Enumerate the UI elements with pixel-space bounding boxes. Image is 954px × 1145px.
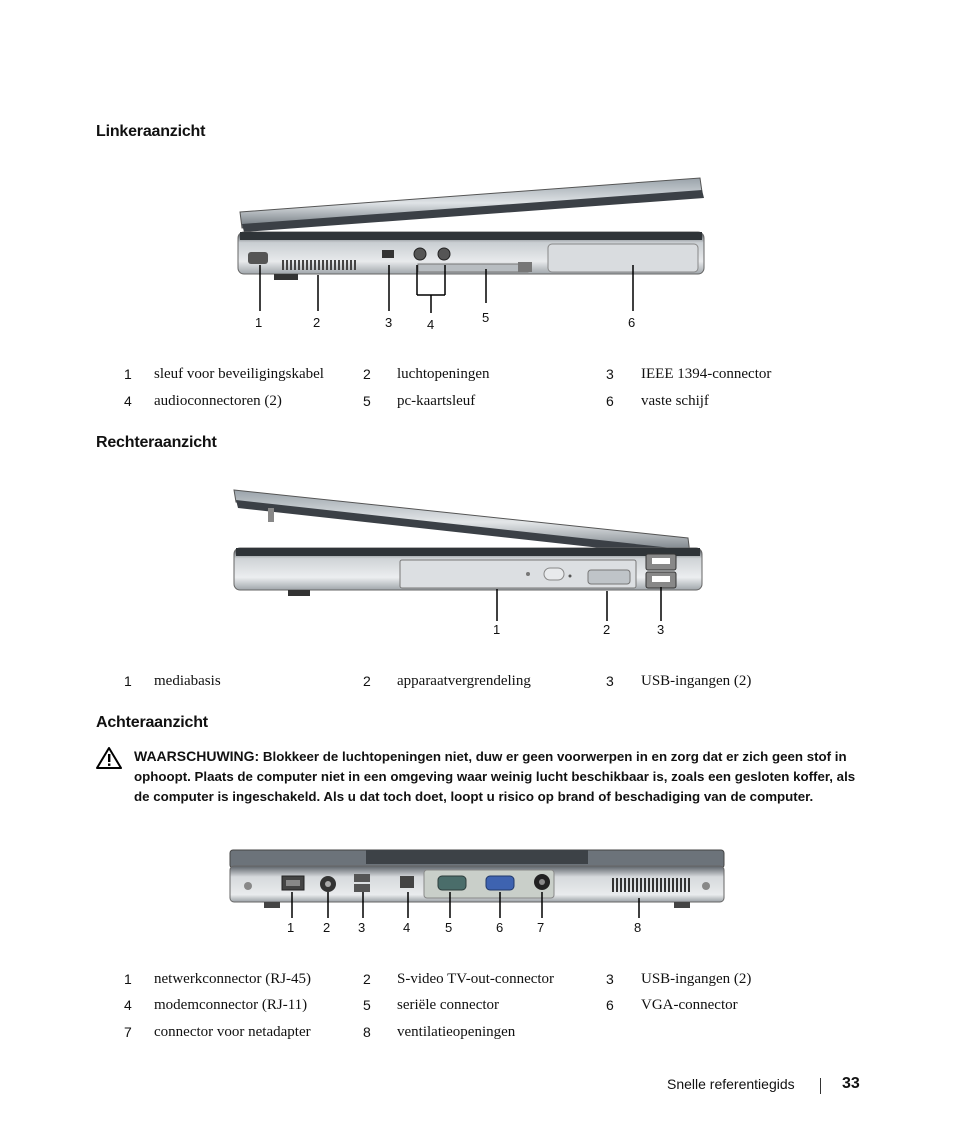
- back-callout-1: 1: [287, 920, 295, 935]
- warning-label: WAARSCHUWING:: [134, 748, 260, 764]
- legend-number: 6: [606, 393, 614, 409]
- legend-text: connector voor netadapter: [154, 1024, 311, 1040]
- legend-text: USB-ingangen (2): [641, 673, 752, 689]
- legend-text: pc-kaartsleuf: [397, 393, 476, 409]
- warning-text-block: WAARSCHUWING: Blokkeer de luchtopeningen…: [134, 746, 874, 807]
- back-callout-8: 8: [634, 920, 642, 935]
- legend-text: modemconnector (RJ-11): [154, 997, 308, 1013]
- legend-text: luchtopeningen: [397, 366, 490, 382]
- legend-number: 2: [363, 971, 371, 987]
- left-view-laptop-image: [237, 177, 705, 280]
- back-callout-3: 3: [358, 920, 366, 935]
- legend-text: S-video TV-out-connector: [397, 971, 555, 987]
- back-callout-6: 6: [496, 920, 504, 935]
- footer-guide-title: Snelle referentiegids: [667, 1076, 795, 1092]
- legend-number: 3: [606, 971, 614, 987]
- left-callout-5: 5: [482, 310, 490, 325]
- left-callout-4: 4: [427, 317, 435, 332]
- section-title-back-view: Achteraanzicht: [96, 714, 208, 731]
- back-callout-2: 2: [323, 920, 331, 935]
- section-title-left-view: Linkeraanzicht: [96, 123, 206, 140]
- back-callout-4: 4: [403, 920, 411, 935]
- legend-number: 7: [124, 1024, 132, 1040]
- legend-text: seriële connector: [397, 997, 500, 1013]
- back-callout-5: 5: [445, 920, 453, 935]
- legend-number: 5: [363, 393, 371, 409]
- legend-number: 4: [124, 393, 132, 409]
- legend-number: 2: [363, 366, 371, 382]
- right-callout-2: 2: [603, 622, 611, 637]
- legend-number: 5: [363, 997, 371, 1013]
- left-view-leader-lines: [259, 265, 634, 313]
- legend-number: 3: [606, 366, 614, 382]
- legend-number: 1: [124, 673, 132, 689]
- left-callout-6: 6: [628, 315, 636, 330]
- page-number: 33: [842, 1075, 860, 1092]
- back-callout-7: 7: [537, 920, 545, 935]
- legend-number: 1: [124, 971, 132, 987]
- legend-text: ventilatieopeningen: [397, 1024, 516, 1040]
- legend-text: netwerkconnector (RJ-45): [154, 971, 312, 987]
- left-callout-1: 1: [255, 315, 263, 330]
- footer-separator: [820, 1078, 821, 1094]
- right-view-laptop-image: [233, 489, 703, 596]
- legend-number: 8: [363, 1024, 371, 1040]
- legend-text: IEEE 1394-connector: [641, 366, 772, 382]
- legend-number: 4: [124, 997, 132, 1013]
- legend-text: sleuf voor beveiligingskabel: [154, 366, 324, 382]
- legend-text: audioconnectoren (2): [154, 393, 282, 409]
- legend-text: VGA-connector: [641, 997, 738, 1013]
- right-callout-1: 1: [493, 622, 501, 637]
- legend-text: USB-ingangen (2): [641, 971, 752, 987]
- legend-number: 6: [606, 997, 614, 1013]
- legend-number: 1: [124, 366, 132, 382]
- warning-triangle-icon: [96, 747, 122, 769]
- back-view-leader-lines: [291, 892, 640, 918]
- legend-text: vaste schijf: [641, 393, 709, 409]
- legend-number: 3: [606, 673, 614, 689]
- legend-number: 2: [363, 673, 371, 689]
- warning-text: Blokkeer de luchtopeningen niet, duw er …: [134, 749, 856, 804]
- right-callout-3: 3: [657, 622, 665, 637]
- back-view-laptop-image: [229, 849, 725, 908]
- left-callout-2: 2: [313, 315, 321, 330]
- legend-text: mediabasis: [154, 673, 221, 689]
- right-view-leader-lines: [496, 587, 662, 621]
- left-callout-3: 3: [385, 315, 393, 330]
- section-title-right-view: Rechteraanzicht: [96, 434, 217, 451]
- legend-text: apparaatvergrendeling: [397, 673, 531, 689]
